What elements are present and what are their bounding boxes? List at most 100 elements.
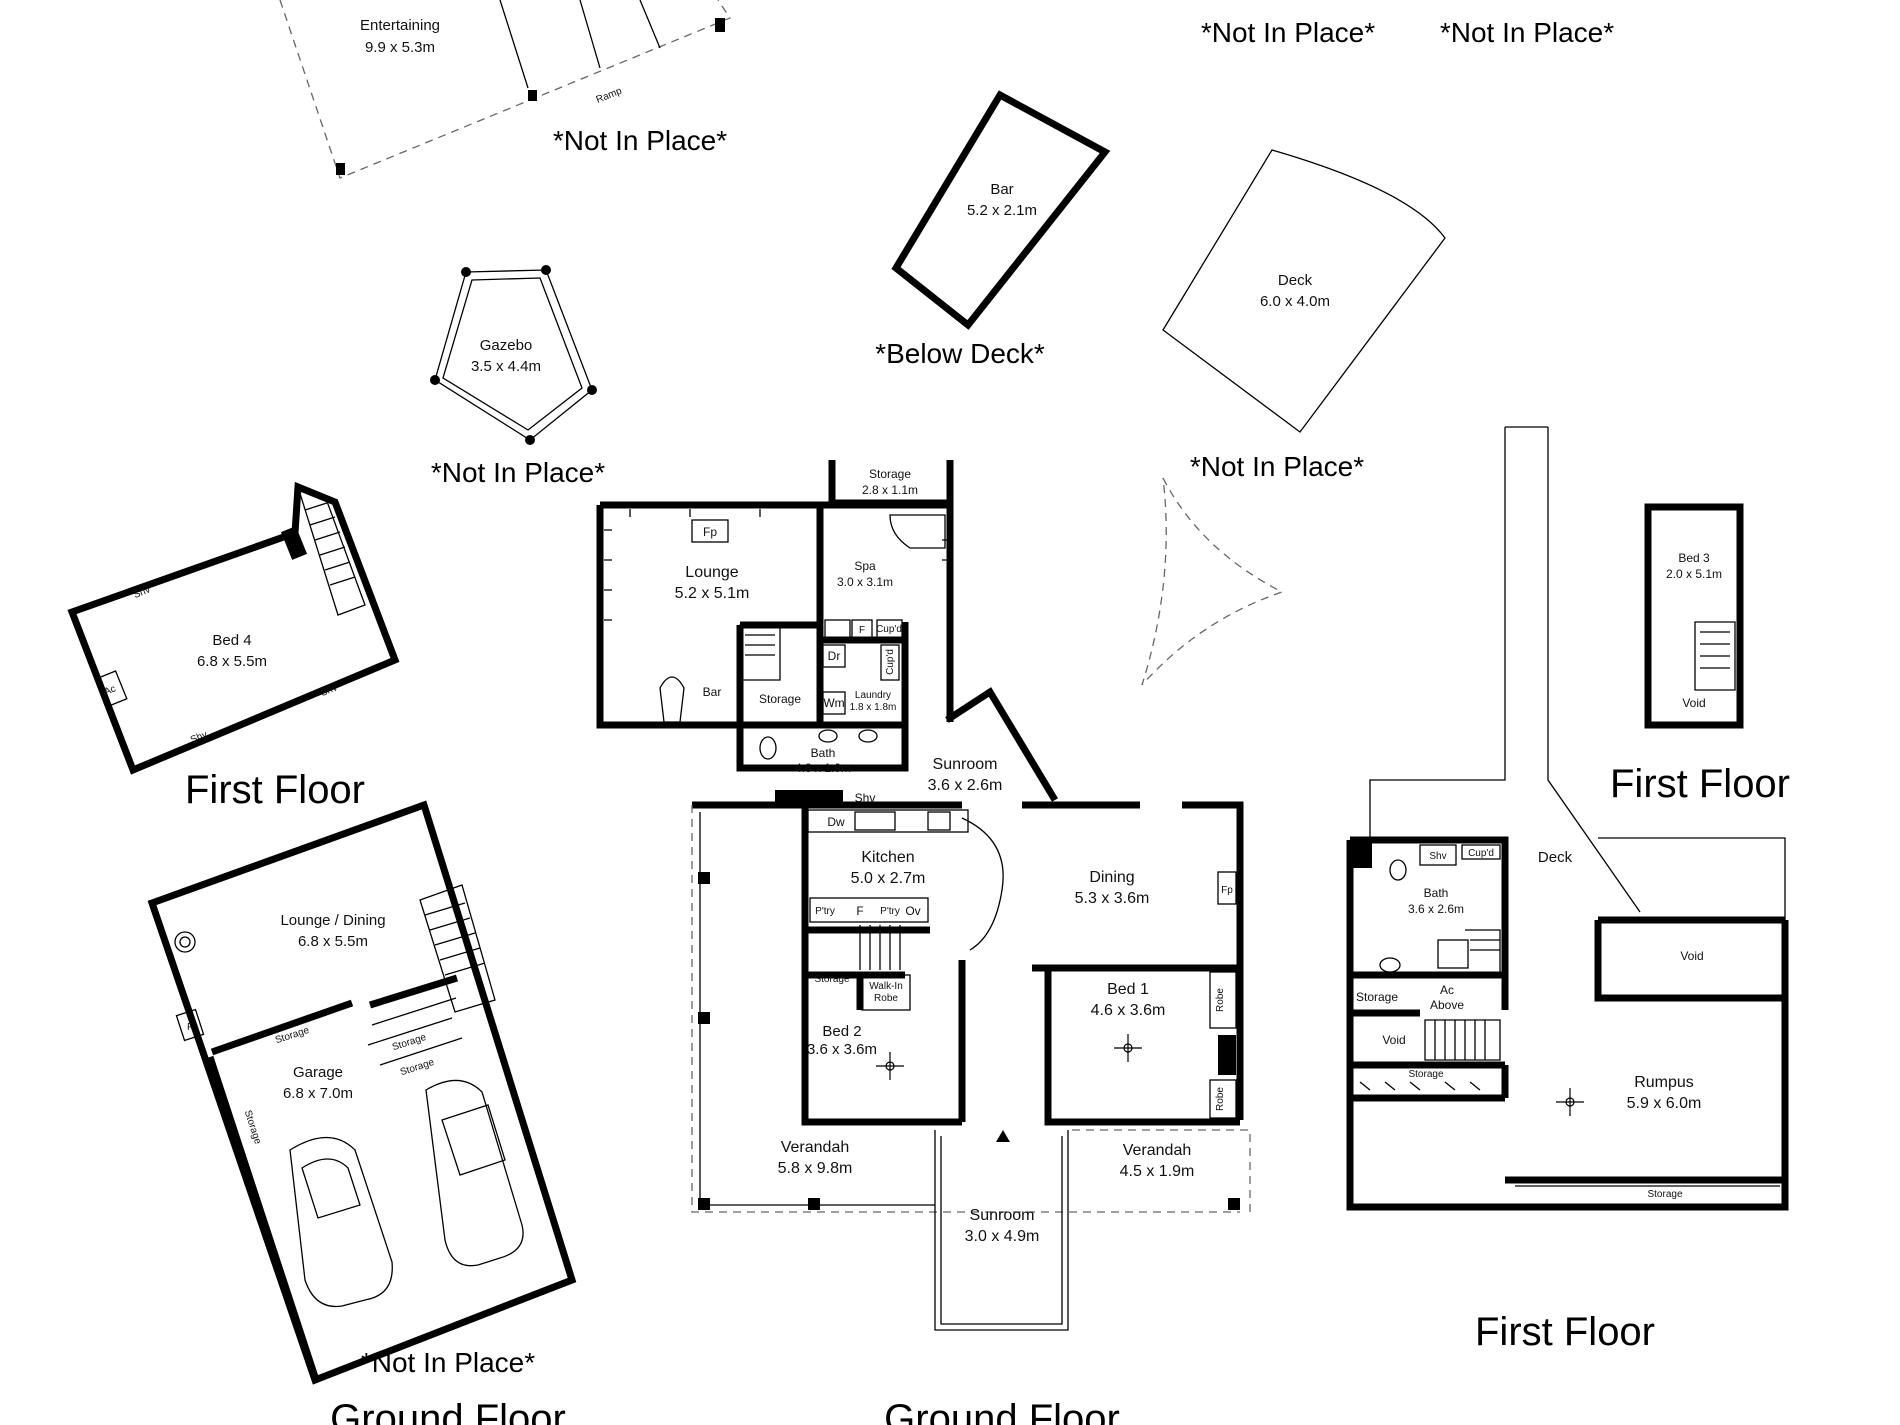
garage-label: Garage [293, 1064, 343, 1081]
note-not-in-place-deck: *Not In Place* [1190, 451, 1364, 482]
lounge-dining-dim: 6.8 x 5.5m [298, 933, 368, 950]
bath-right-label: Bath [1424, 886, 1449, 900]
lounge-dining-f: F [187, 1022, 193, 1033]
laundry-cupd-2: Cup'd [885, 649, 896, 675]
gazebo: Gazebo 3.5 x 4.4m [430, 265, 597, 445]
note-not-in-place-top-2: *Not In Place* [1440, 17, 1614, 48]
bed2-walkin: Walk-In [869, 981, 903, 992]
garage-storage-3: Storage [399, 1057, 436, 1078]
lounge-dining-label: Lounge / Dining [280, 912, 385, 929]
deck-outdoor-label: Deck [1278, 272, 1313, 289]
lounge-label: Lounge [685, 564, 738, 581]
car-outline-2 [425, 1079, 524, 1267]
floor-label-main: Ground Floor [884, 1397, 1120, 1425]
bed2-storage: Storage [814, 974, 849, 985]
gazebo-label: Gazebo [480, 337, 533, 354]
garage-dim: 6.8 x 7.0m [283, 1085, 353, 1102]
bed4-dim: 6.8 x 5.5m [197, 653, 267, 670]
kitchen-label: Kitchen [861, 849, 914, 866]
bed1-dim: 4.6 x 3.6m [1091, 1002, 1166, 1019]
kitchen-f: F [856, 904, 863, 918]
laundry-label: Laundry [855, 690, 891, 701]
gazebo-dim: 3.5 x 4.4m [471, 358, 541, 375]
kitchen-ptry-2: P'try [880, 906, 900, 917]
lounge-fp: Fp [703, 525, 717, 539]
kitchen-ptry-1: P'try [815, 906, 835, 917]
floor-label-bed3: First Floor [1610, 762, 1790, 806]
note-not-in-place-garage: *Not In Place* [361, 1347, 535, 1378]
sunroom-a-label: Sunroom [933, 756, 998, 773]
sunroom-a-dim: 3.6 x 2.6m [928, 777, 1003, 794]
entertaining-dim: 9.9 x 5.3m [365, 39, 435, 56]
shv-block [775, 790, 843, 808]
ceiling-fan-rumpus [1556, 1088, 1584, 1116]
dining-label: Dining [1089, 869, 1134, 886]
bed4-ac: Ac [103, 683, 118, 698]
main-house: Storage 2.8 x 1.1m Fp Bar Lounge 5.2 x 5… [596, 460, 1251, 1331]
dining-dim: 5.3 x 3.6m [1075, 890, 1150, 907]
void-right-label: Void [1680, 949, 1703, 963]
bed2-label: Bed 2 [822, 1023, 861, 1040]
ac-above-line2: Above [1430, 998, 1464, 1012]
bed2-robe: Robe [874, 993, 898, 1004]
garage-building: F Lounge / Dining 6.8 x 5.5m Storage Sto… [147, 800, 577, 1385]
ramp-label: Ramp [595, 85, 624, 105]
bath-right-shv: Shv [1429, 851, 1446, 862]
shade-sail [1141, 477, 1284, 686]
car-outline-1 [289, 1137, 393, 1308]
sunroom-b-label: Sunroom [970, 1207, 1035, 1224]
note-not-in-place-top-1: *Not In Place* [1201, 17, 1375, 48]
bed3-room: Bed 3 2.0 x 5.1m Void [1644, 503, 1744, 729]
storage-right-label: Storage [1356, 990, 1398, 1004]
entertaining-label: Entertaining [360, 17, 440, 34]
ceiling-fan-bed1 [1114, 1034, 1142, 1062]
bed3-void: Void [1682, 696, 1705, 710]
bed4-room: Ac Shv Shv Shv Bed 4 6.8 x 5.5m [67, 481, 400, 775]
laundry-wm: Wm [823, 696, 844, 710]
spa-dim: 3.0 x 3.1m [837, 575, 893, 589]
verandah-small-dim: 4.5 x 1.9m [1120, 1163, 1195, 1180]
bath-main-dim: 4.8 x 1.9m [795, 761, 851, 775]
outdoor-deck: Deck 6.0 x 4.0m [1162, 149, 1446, 433]
kitchen-dim: 5.0 x 2.7m [851, 870, 926, 887]
note-below-deck: *Below Deck* [875, 338, 1045, 369]
storage-top-dim: 2.8 x 1.1m [862, 483, 918, 497]
bed1-label: Bed 1 [1107, 981, 1149, 998]
laundry-cupd-1: Cup'd [876, 624, 902, 635]
bed4-shv-3: Shv [189, 729, 209, 746]
kitchen-dw: Dw [827, 815, 845, 829]
laundry-dr: Dr [828, 649, 841, 663]
rumpus-label: Rumpus [1634, 1074, 1694, 1091]
lounge-dim: 5.2 x 5.1m [675, 585, 750, 602]
deck-outdoor-dim: 6.0 x 4.0m [1260, 293, 1330, 310]
bed3-dim: 2.0 x 5.1m [1666, 567, 1722, 581]
spa-label: Spa [854, 559, 876, 573]
garage-storage-2: Storage [391, 1032, 428, 1053]
ac-above-line1: Ac [1440, 983, 1454, 997]
right-first-floor: Shv Cup'd Deck Bath 3.6 x 2.6m Void Stor… [1346, 426, 1789, 1211]
floor-label-bed4: First Floor [185, 768, 365, 812]
deck-right-label: Deck [1538, 849, 1573, 866]
kitchen-ov: Ov [905, 904, 920, 918]
rumpus-dim: 5.9 x 6.0m [1627, 1095, 1702, 1112]
void-right2-label: Void [1382, 1033, 1405, 1047]
bed1-robe-1: Robe [1215, 988, 1226, 1012]
storage-mid-label: Storage [759, 692, 801, 706]
rumpus-storage: Storage [1647, 1189, 1682, 1200]
ceiling-fan-bed2 [876, 1052, 904, 1080]
verandah-small-label: Verandah [1123, 1142, 1192, 1159]
bar-dim: 5.2 x 2.1m [967, 202, 1037, 219]
floor-label-garage: Ground Floor [330, 1397, 566, 1425]
bed2-dim: 3.6 x 3.6m [807, 1041, 877, 1058]
bed4-label: Bed 4 [212, 632, 251, 649]
laundry-f: F [859, 625, 865, 636]
dining-fp: Fp [1221, 885, 1233, 896]
note-not-in-place-gazebo: *Not In Place* [431, 457, 605, 488]
shv-label: Shv [855, 791, 876, 805]
verandah-big-dim: 5.8 x 9.8m [778, 1160, 853, 1177]
storage-top-label: Storage [869, 467, 911, 481]
bed1-robe-2: Robe [1215, 1087, 1226, 1111]
bar-label: Bar [990, 181, 1013, 198]
bed3-label: Bed 3 [1678, 551, 1710, 565]
